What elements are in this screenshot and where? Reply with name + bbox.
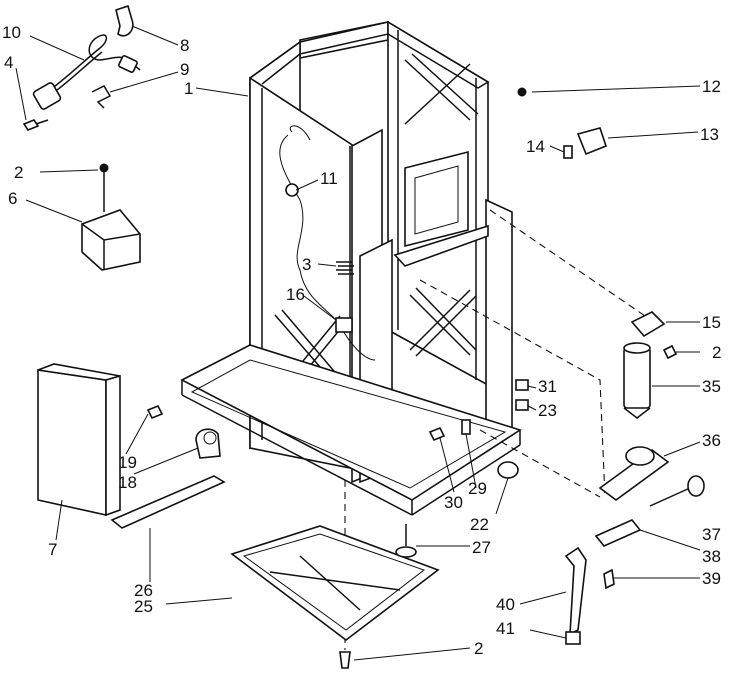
callout-1: 1 [184, 79, 193, 98]
cylinder-part [623, 342, 651, 419]
callout-26: 26 [134, 581, 153, 600]
callout-38: 38 [702, 547, 721, 566]
callout-35: 35 [702, 377, 721, 396]
leader-lines [15, 25, 701, 661]
shaft-part [649, 475, 705, 507]
callout-39: 39 [702, 569, 721, 588]
callout-2-bottom: 2 [474, 639, 483, 658]
callout-12: 12 [702, 77, 721, 96]
wire-clip-part [91, 85, 112, 109]
spring-part [336, 261, 354, 275]
callout-16: 16 [286, 285, 305, 304]
callout-22: 22 [470, 515, 489, 534]
callout-25: 25 [134, 597, 153, 616]
callout-3: 3 [302, 255, 311, 274]
callout-2-top: 2 [14, 163, 23, 182]
foam-strip-part [110, 475, 226, 529]
cup-holder-part [598, 446, 670, 501]
callout-36: 36 [702, 431, 721, 450]
callout-9: 9 [180, 60, 189, 79]
cabinet-frame [180, 20, 522, 516]
side-panel-part [37, 363, 121, 517]
callout-40: 40 [496, 595, 515, 614]
callout-18: 18 [118, 473, 137, 492]
callout-11: 11 [320, 169, 338, 188]
callout-8: 8 [180, 36, 189, 55]
leveling-foot-part [395, 524, 417, 558]
callout-30: 30 [444, 493, 463, 512]
callout-6: 6 [8, 189, 17, 208]
callout-13: 13 [700, 125, 719, 144]
latch-part [576, 127, 607, 156]
callout-2-right: 2 [712, 343, 721, 362]
switch-part [335, 317, 353, 333]
lever-part [564, 546, 587, 636]
callout-10: 10 [2, 23, 21, 42]
callout-19: 19 [118, 453, 137, 472]
arm-part [594, 519, 642, 547]
callout-labels: 10 4 8 9 1 2 6 11 12 13 14 3 16 15 2 35 … [2, 23, 721, 658]
bushing-part [195, 428, 221, 459]
base-pan-part [230, 525, 440, 642]
callout-14: 14 [526, 137, 545, 156]
power-cord-part [49, 34, 141, 91]
callout-31: 31 [538, 377, 557, 396]
callout-7: 7 [48, 540, 57, 559]
screw-part [22, 119, 40, 131]
callout-37: 37 [702, 525, 721, 544]
callout-41: 41 [496, 619, 515, 638]
bracket-cover-part [81, 209, 141, 271]
clip-part [115, 4, 134, 37]
callout-23: 23 [538, 401, 557, 420]
callout-15: 15 [702, 313, 721, 332]
callout-27: 27 [472, 538, 491, 557]
callout-29: 29 [468, 479, 487, 498]
callout-4: 4 [4, 53, 13, 72]
small-parts [22, 4, 705, 669]
mount-bracket-part [630, 311, 666, 338]
